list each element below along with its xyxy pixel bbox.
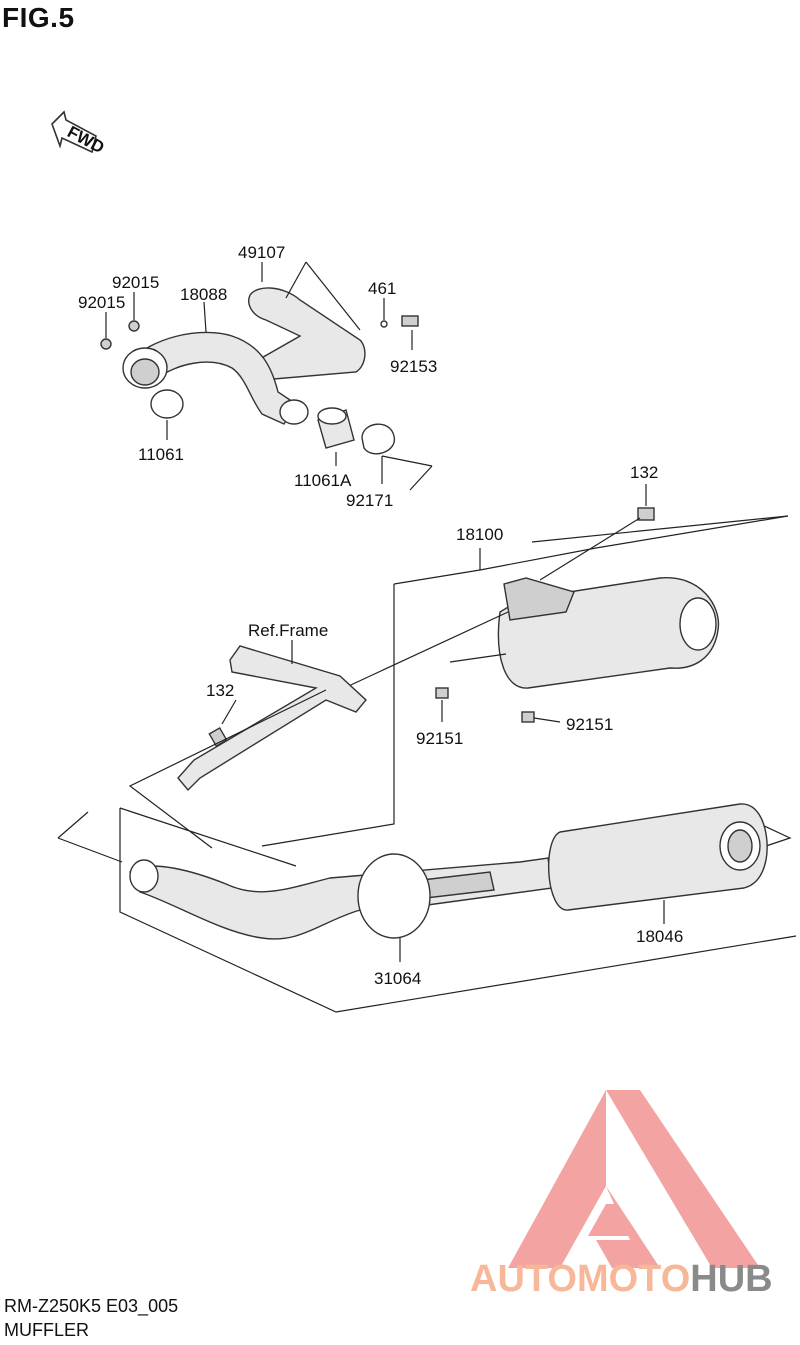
watermark-part2: HUB	[690, 1258, 773, 1300]
callout-132-frame: 132	[206, 681, 234, 700]
callout-92151-right: 92151	[566, 715, 613, 734]
gasket-11061	[150, 389, 184, 419]
callout-18046: 18046	[636, 927, 683, 946]
clamp-92171	[361, 423, 395, 455]
callout-ref-frame: Ref.Frame	[248, 621, 328, 640]
bolt-132-upper	[637, 507, 655, 521]
muffler-leader-lines	[339, 484, 647, 723]
pipe-outlet	[279, 399, 309, 425]
fwd-arrow-icon: FWD	[51, 110, 107, 157]
bolt-92153	[401, 315, 419, 327]
callout-132-upper: 132	[630, 463, 658, 482]
nut-92015-upper	[128, 320, 140, 332]
plate-31064	[357, 853, 431, 939]
upper-leader-lines	[105, 261, 433, 491]
bolt-92151-left	[435, 687, 449, 699]
callout-92015-lower: 92015	[78, 293, 125, 312]
muffler-assy-outline	[261, 515, 789, 847]
callout-92153: 92153	[390, 357, 437, 376]
watermark-logo-icon	[508, 1090, 760, 1268]
callout-31064: 31064	[374, 969, 421, 988]
silencer-18046	[548, 803, 768, 911]
ref-frame-bracket	[177, 645, 367, 792]
muffler-end-cap	[679, 597, 717, 651]
pipe-inlet	[130, 358, 160, 386]
watermark-text: AUTOMOTOHUB	[470, 1258, 773, 1301]
bolt-92151-right	[521, 711, 535, 723]
callout-18088: 18088	[180, 285, 227, 304]
footer-diagram-code: RM-Z250K5 E03_005	[4, 1296, 179, 1316]
bolt-132-frame	[208, 726, 228, 748]
washer-461	[380, 320, 388, 328]
muffler-bracket	[503, 577, 575, 621]
callout-92171: 92171	[346, 491, 393, 510]
nut-92015-lower	[100, 338, 112, 350]
callout-49107: 49107	[238, 243, 285, 262]
callout-92151-left: 92151	[416, 729, 463, 748]
callout-18100: 18100	[456, 525, 503, 544]
inner-pipe-part	[129, 857, 553, 940]
inner-pipe-inlet	[129, 859, 159, 893]
watermark-part1: AUTOMOTO	[470, 1258, 691, 1300]
callout-11061A: 11061A	[294, 471, 352, 490]
fwd-label: FWD	[64, 122, 107, 157]
callout-11061: 11061	[138, 445, 184, 464]
figure-title: FIG.5	[2, 2, 75, 33]
lower-assy-outline	[57, 807, 797, 1013]
footer-diagram-name: MUFFLER	[4, 1320, 89, 1340]
lower-leader-lines	[399, 900, 665, 962]
frame-leader-lines	[128, 640, 327, 849]
callout-92015-upper: 92015	[112, 273, 159, 292]
callout-461: 461	[368, 279, 396, 298]
